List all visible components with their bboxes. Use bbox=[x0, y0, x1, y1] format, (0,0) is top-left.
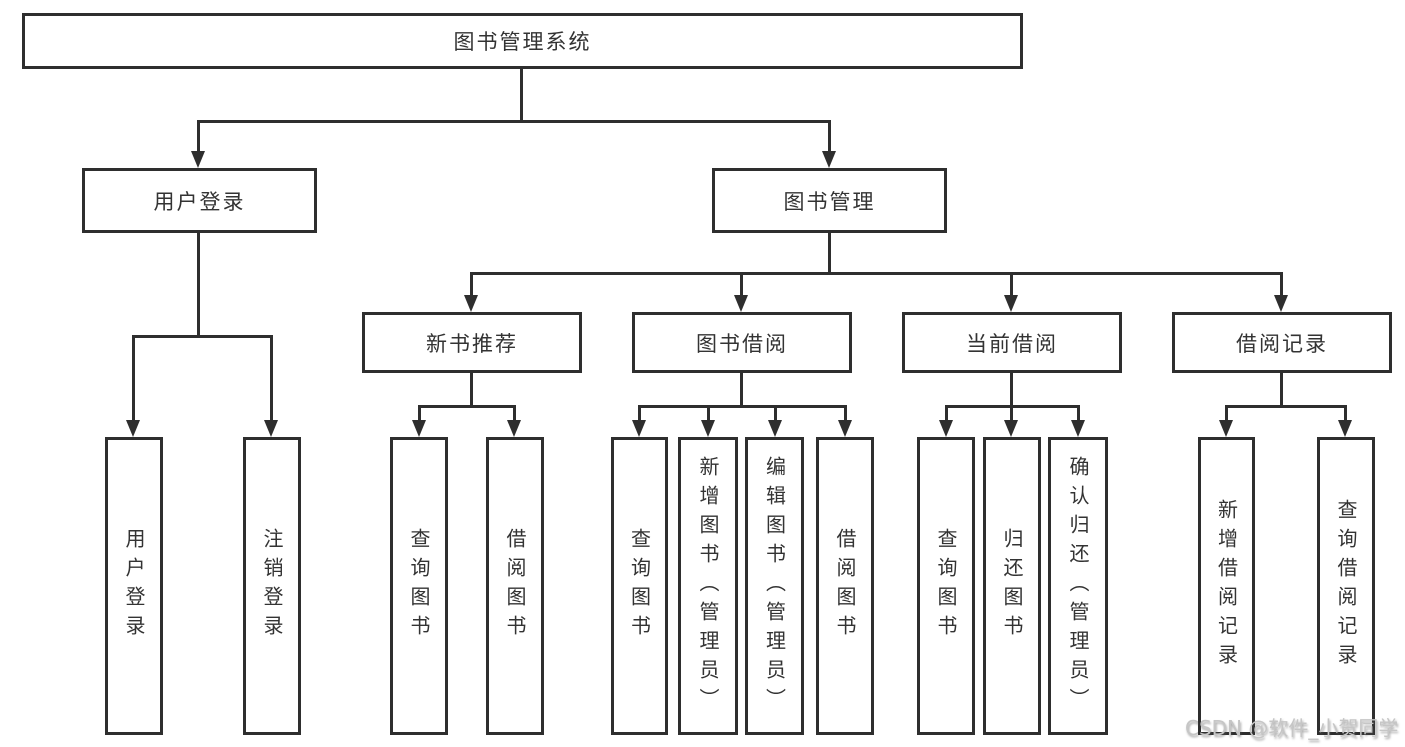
connector-to-book-borrow bbox=[740, 272, 743, 296]
connector-leaf bbox=[945, 405, 948, 421]
connector-new-book-rail bbox=[418, 405, 516, 408]
leaf-label: 归还图书 bbox=[1000, 528, 1024, 644]
leaf-return-books: 归还图书 bbox=[983, 437, 1041, 735]
leaf-user-login: 用户登录 bbox=[105, 437, 163, 735]
arrowhead-leaf bbox=[701, 420, 715, 437]
arrowhead-leaf bbox=[768, 420, 782, 437]
arrowhead-leaf bbox=[1219, 420, 1233, 437]
connector-leaf bbox=[418, 405, 421, 421]
connector-to-leaf-user-login bbox=[132, 335, 135, 420]
connector-book-borrow-rail bbox=[638, 405, 846, 408]
arrowhead-user-login bbox=[191, 151, 205, 168]
connector-leaf bbox=[1077, 405, 1080, 421]
leaf-label: 用户登录 bbox=[122, 528, 146, 644]
csdn-watermark: CSDN @软件_小贺同学 bbox=[1185, 716, 1399, 740]
leaf-logout-login: 注销登录 bbox=[243, 437, 301, 735]
arrowhead-current-borrow bbox=[1004, 295, 1018, 312]
leaf-label: 查询图书 bbox=[934, 528, 958, 644]
arrowhead-leaf bbox=[1338, 420, 1352, 437]
node-current-borrow: 当前借阅 bbox=[902, 312, 1122, 373]
leaf-query-borrow-record: 查询借阅记录 bbox=[1317, 437, 1375, 735]
connector-level3-rail bbox=[470, 272, 1283, 275]
leaf-label: 注销登录 bbox=[260, 528, 284, 644]
leaf-label: 编辑图书（管理员） bbox=[762, 455, 787, 717]
connector-root-stem bbox=[520, 69, 523, 120]
arrowhead-book-borrow bbox=[734, 295, 748, 312]
arrowhead-leaf-user-login bbox=[126, 420, 140, 437]
connector-leaf bbox=[844, 405, 847, 421]
leaf-label: 确认归还（管理员） bbox=[1066, 455, 1090, 717]
connector-leaf bbox=[513, 405, 516, 421]
arrowhead-leaf-logout bbox=[264, 420, 278, 437]
connector-borrow-records-stem bbox=[1280, 373, 1283, 405]
arrowhead-new-book bbox=[464, 295, 478, 312]
connector-leaf bbox=[1010, 405, 1013, 421]
arrowhead-leaf bbox=[412, 420, 426, 437]
leaf-query-books-newbook: 查询图书 bbox=[390, 437, 448, 735]
leaf-label: 借阅图书 bbox=[503, 528, 527, 644]
connector-leaf bbox=[638, 405, 641, 421]
arrowhead-borrow-records bbox=[1274, 295, 1288, 312]
leaf-confirm-return-admin: 确认归还（管理员） bbox=[1048, 437, 1108, 735]
connector-user-login-stem bbox=[197, 233, 200, 335]
connector-borrow-records-rail bbox=[1225, 405, 1346, 408]
connector-to-current-borrow bbox=[1010, 272, 1013, 296]
node-new-book-recommend: 新书推荐 bbox=[362, 312, 582, 373]
connector-level2-rail bbox=[197, 120, 831, 123]
leaf-label: 新增借阅记录 bbox=[1214, 499, 1239, 673]
arrowhead-leaf bbox=[1071, 420, 1085, 437]
node-library-management-system: 图书管理系统 bbox=[22, 13, 1023, 69]
leaf-borrow-books-newbook: 借阅图书 bbox=[486, 437, 544, 735]
arrowhead-book-management bbox=[822, 151, 836, 168]
connector-leaf bbox=[1225, 405, 1228, 421]
leaf-label: 查询图书 bbox=[627, 528, 652, 644]
connector-new-book-stem bbox=[470, 373, 473, 405]
connector-current-borrow-stem bbox=[1010, 373, 1013, 405]
connector-leaf bbox=[1344, 405, 1347, 421]
leaf-label: 新增图书（管理员） bbox=[696, 455, 720, 717]
arrowhead-leaf bbox=[939, 420, 953, 437]
arrowhead-leaf bbox=[838, 420, 852, 437]
node-book-management: 图书管理 bbox=[712, 168, 947, 233]
leaf-add-borrow-record: 新增借阅记录 bbox=[1198, 437, 1255, 735]
leaf-label: 查询图书 bbox=[407, 528, 431, 644]
connector-book-management-stem bbox=[828, 233, 831, 272]
connector-leaf bbox=[774, 405, 777, 421]
connector-to-user-login bbox=[197, 120, 200, 152]
connector-to-borrow-records bbox=[1280, 272, 1283, 296]
node-book-borrow: 图书借阅 bbox=[632, 312, 852, 373]
connector-leaf bbox=[707, 405, 710, 421]
connector-to-new-book bbox=[470, 272, 473, 296]
leaf-add-books-admin: 新增图书（管理员） bbox=[678, 437, 738, 735]
leaf-borrow-books: 借阅图书 bbox=[816, 437, 874, 735]
arrowhead-leaf bbox=[632, 420, 646, 437]
node-borrow-records: 借阅记录 bbox=[1172, 312, 1392, 373]
leaf-query-books-borrow: 查询图书 bbox=[611, 437, 668, 735]
leaf-label: 查询借阅记录 bbox=[1334, 499, 1358, 673]
connector-book-borrow-stem bbox=[740, 373, 743, 405]
leaf-edit-books-admin: 编辑图书（管理员） bbox=[745, 437, 804, 735]
leaf-query-books-current: 查询图书 bbox=[917, 437, 975, 735]
arrowhead-leaf bbox=[1004, 420, 1018, 437]
node-user-login: 用户登录 bbox=[82, 168, 317, 233]
connector-to-leaf-logout bbox=[270, 335, 273, 420]
arrowhead-leaf bbox=[507, 420, 521, 437]
connector-to-book-management bbox=[828, 120, 831, 152]
connector-user-login-rail bbox=[132, 335, 273, 338]
leaf-label: 借阅图书 bbox=[833, 528, 857, 644]
